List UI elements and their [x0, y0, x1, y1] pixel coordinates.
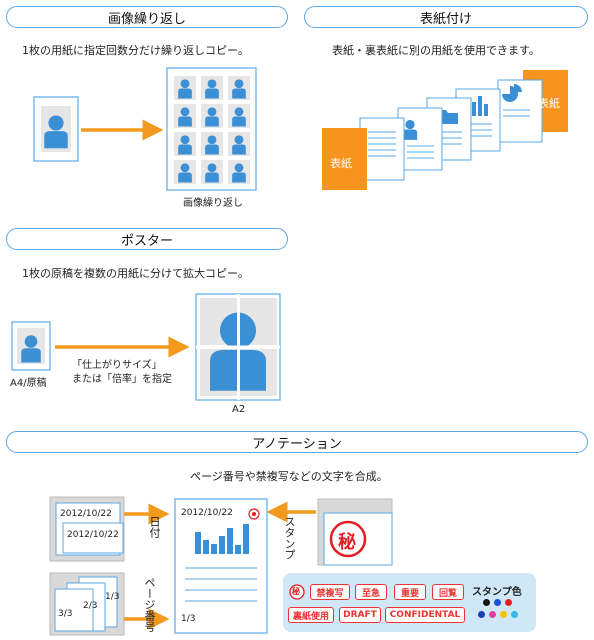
annotation-description: ページ番号や禁複写などの文字を合成。 [190, 470, 388, 483]
poster-description: 1枚の原稿を複数の用紙に分けて拡大コピー。 [22, 267, 249, 280]
page-sample-1: 1/3 [105, 592, 120, 602]
stamp-color-dot [494, 599, 501, 606]
section-title-poster-text: ポスター [120, 233, 173, 249]
stamp-color-dot [489, 611, 496, 618]
stamp-tag-confidental-text: CONFIDENTAL [389, 610, 461, 620]
section-title-annotation-text: アノテーション [252, 436, 342, 452]
page-number-sample-panel [49, 572, 125, 636]
date-label: 日付 [148, 516, 161, 538]
stamp-tag-important: 重要 [394, 584, 426, 600]
date-sample-1: 2012/10/22 [60, 509, 112, 519]
stamp-tag-confidental: CONFIDENTAL [385, 607, 465, 623]
poster-instruction-line2: または「倍率」を指定 [72, 374, 172, 385]
stamp-sample-panel [317, 498, 393, 566]
stamp-tag-draft-text: DRAFT [343, 610, 377, 620]
section-title-annotation: アノテーション [6, 431, 588, 453]
stamp-tag-secret-small: 秘 [292, 587, 300, 596]
stamp-color-dot [500, 611, 507, 618]
stamp-tag-circulate: 回覧 [432, 584, 464, 600]
stamp-color-label: スタンプ色 [472, 587, 522, 598]
poster-result-label: A2 [232, 404, 246, 415]
repeat-result-doc [166, 67, 257, 191]
middle-page-1 [359, 117, 405, 181]
stamp-color-dot [478, 611, 485, 618]
stamp-tag-circulate-text: 回覧 [438, 588, 457, 599]
page-sample-3: 3/3 [58, 609, 73, 619]
stamp-color-dot [511, 611, 518, 618]
stamp-label: スタンプ [283, 516, 296, 560]
section-title-repeat: 画像繰り返し [6, 6, 288, 28]
stamp-big-glyph: 秘 [338, 532, 356, 553]
front-cover-page [322, 128, 367, 190]
section-title-cover: 表紙付け [304, 6, 588, 28]
section-title-cover-text: 表紙付け [419, 11, 472, 27]
middle-page-5 [497, 79, 543, 143]
repeat-original-doc [33, 96, 79, 162]
stamp-tag-reuse-paper-text: 裏紙使用 [292, 611, 329, 622]
stamp-color-dot [505, 599, 512, 606]
annotated-document [174, 498, 268, 634]
repeat-caption: 画像繰り返し [183, 198, 243, 209]
date-sample-2: 2012/10/22 [67, 530, 119, 540]
poster-result-tiles [195, 293, 281, 401]
poster-original-label: A4/原稿 [10, 378, 47, 389]
cover-pages [322, 70, 568, 190]
stamp-tag-no-copy-text: 禁複写 [316, 588, 344, 599]
middle-page-2 [397, 107, 443, 171]
stamp-tag-draft: DRAFT [339, 607, 381, 623]
poster-original-doc [11, 321, 51, 371]
poster-instruction-line1: 「仕上がりサイズ」 [72, 360, 162, 371]
stamp-color-dot [483, 599, 490, 606]
stamp-tag-important-text: 重要 [400, 588, 419, 599]
stamp-tag-urgent-text: 至急 [361, 588, 380, 599]
back-cover-label: 裏表紙 [527, 97, 560, 110]
repeat-description: 1枚の用紙に指定回数分だけ繰り返しコピー。 [22, 44, 249, 57]
section-title-repeat-text: 画像繰り返し [107, 11, 186, 27]
section-title-poster: ポスター [6, 228, 288, 250]
doc-page-number: 1/3 [181, 614, 196, 624]
page-sample-2: 2/3 [83, 601, 98, 611]
doc-date: 2012/10/22 [181, 508, 233, 518]
front-cover-label: 表紙 [330, 157, 352, 170]
stamp-tag-urgent: 至急 [355, 584, 387, 600]
date-sample-panel [49, 496, 125, 562]
stamp-tag-reuse-paper: 裏紙使用 [288, 607, 334, 623]
page-number-label: ページ番号 [143, 577, 156, 632]
stamp-tag-no-copy: 禁複写 [310, 584, 350, 600]
cover-description: 表紙・裏表紙に別の用紙を使用できます。 [332, 44, 540, 57]
